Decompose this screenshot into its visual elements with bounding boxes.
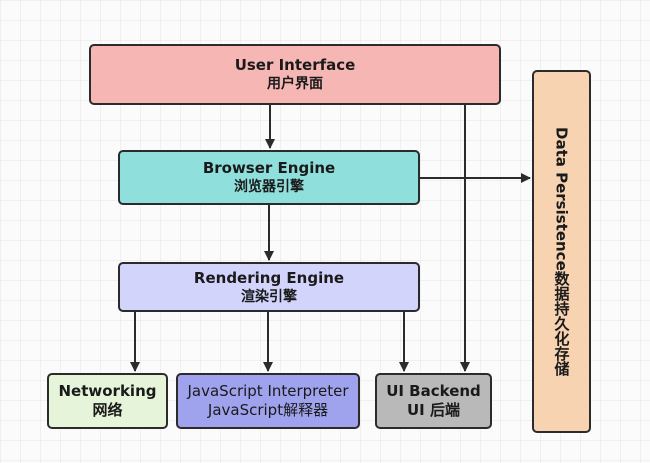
rendering-engine-subtitle: 渲染引擎: [241, 288, 297, 305]
ui-backend-subtitle: UI 后端: [407, 401, 460, 419]
javascript-interpreter-title: JavaScript Interpreter: [187, 382, 349, 400]
browser-engine-subtitle: 浏览器引擎: [234, 179, 304, 195]
ui-backend-node: UI Backend UI 后端: [375, 373, 492, 429]
javascript-interpreter-node: JavaScript Interpreter JavaScript解释器: [176, 373, 360, 429]
browser-engine-node: Browser Engine 浏览器引擎: [118, 150, 420, 205]
data-persistence-subtitle: 数据持久化存储: [552, 270, 571, 376]
user-interface-title: User Interface: [234, 56, 356, 74]
data-persistence-label: Data Persistence 数据持久化存储: [552, 127, 572, 376]
data-persistence-title: Data Persistence: [552, 127, 571, 271]
user-interface-node: User Interface 用户界面: [89, 44, 501, 105]
javascript-interpreter-subtitle: JavaScript解释器: [207, 401, 329, 419]
networking-subtitle: 网络: [92, 401, 123, 419]
networking-node: Networking 网络: [47, 373, 168, 429]
ui-backend-title: UI Backend: [386, 382, 481, 400]
networking-title: Networking: [58, 382, 157, 400]
browser-engine-title: Browser Engine: [202, 159, 336, 177]
user-interface-subtitle: 用户界面: [267, 76, 323, 92]
rendering-engine-title: Rendering Engine: [193, 268, 345, 287]
rendering-engine-node: Rendering Engine 渲染引擎: [118, 262, 420, 312]
data-persistence-node: Data Persistence 数据持久化存储: [532, 70, 591, 433]
